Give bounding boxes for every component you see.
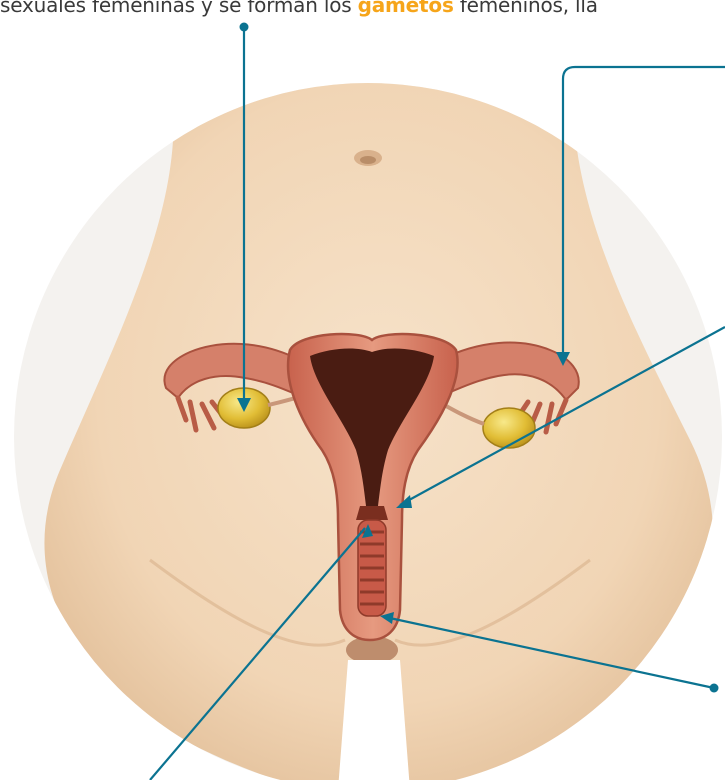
leader-ovary-dot (240, 23, 249, 32)
leader-vagina-dot (710, 684, 719, 693)
cervix (356, 506, 388, 520)
right-ovary (483, 408, 535, 448)
